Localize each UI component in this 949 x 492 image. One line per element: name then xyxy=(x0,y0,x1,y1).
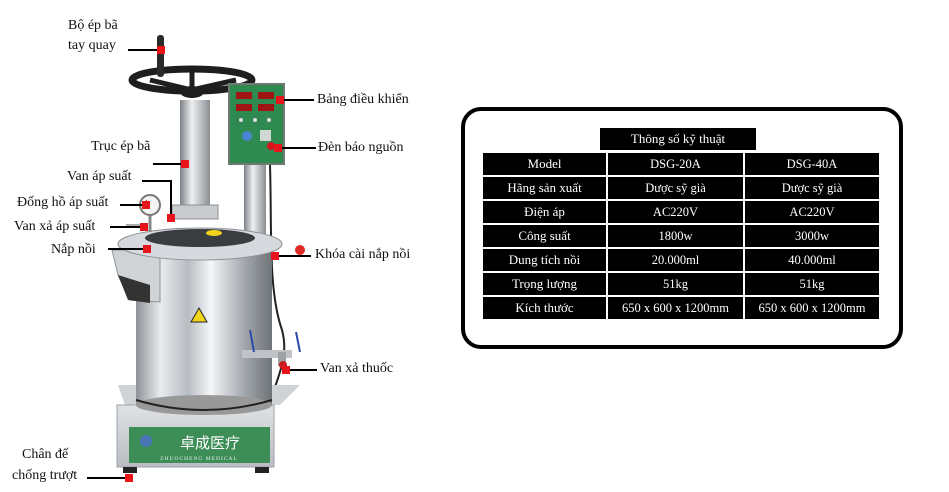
marker-dot xyxy=(157,46,165,54)
callout-pressure-valve: Van áp suất xyxy=(67,169,132,184)
leader-line xyxy=(87,477,125,479)
callout-handwheel-line1: Bộ ép bã xyxy=(68,18,118,33)
spec-value-model-20a: 1800w xyxy=(608,225,743,247)
callout-pot-lid: Nắp nồi xyxy=(51,242,96,257)
callout-lid-lock: Khóa cài nắp nồi xyxy=(315,247,411,262)
marker-dot xyxy=(167,214,175,222)
callout-pressure-release-valve: Van xả áp suất xyxy=(14,219,96,234)
spec-label: Dung tích nồi xyxy=(483,249,606,271)
callout-power-light: Đèn báo nguồn xyxy=(318,140,404,155)
leader-line xyxy=(153,163,181,165)
leader-line xyxy=(128,49,158,51)
leader-line xyxy=(280,99,314,101)
spec-value-model-20a: 20.000ml xyxy=(608,249,743,271)
spec-value-model-20a: AC220V xyxy=(608,201,743,223)
spec-label: Kích thước xyxy=(483,297,606,319)
spec-value-model-20a: DSG-20A xyxy=(608,153,743,175)
leader-line xyxy=(110,226,140,228)
callout-pressure-gauge: Đống hồ áp suất xyxy=(17,195,109,210)
marker-dot xyxy=(271,252,279,260)
leader-line xyxy=(170,180,172,214)
callout-press-shaft: Trục ép bã xyxy=(91,139,151,154)
leader-line xyxy=(282,147,316,149)
spec-value-model-40a: 3000w xyxy=(745,225,879,247)
leader-line xyxy=(108,248,144,250)
marker-dot xyxy=(282,366,290,374)
callout-control-panel: Bảng điều khiển xyxy=(317,92,409,107)
brand-chinese: 卓成医疗 xyxy=(180,434,240,452)
marker-dot xyxy=(274,144,282,152)
spec-label: Hãng sản xuất xyxy=(483,177,606,199)
spec-value-model-40a: DSG-40A xyxy=(745,153,879,175)
spec-label: Trọng lượng xyxy=(483,273,606,295)
power-light xyxy=(267,142,275,150)
callout-handwheel-line2: tay quay xyxy=(68,38,116,53)
spec-value-model-40a: AC220V xyxy=(745,201,879,223)
brand-latin: ZHUOCHENG MEDICAL xyxy=(160,456,238,462)
brand-plate xyxy=(129,427,270,463)
marker-dot xyxy=(125,474,133,482)
press-shaft xyxy=(180,100,210,210)
callout-feet-line1: Chân đế xyxy=(22,447,69,462)
spec-label: Công suất xyxy=(483,225,606,247)
spec-value-model-20a: 51kg xyxy=(608,273,743,295)
leader-line xyxy=(142,180,171,182)
marker-dot xyxy=(140,223,148,231)
spec-value-model-40a: 51kg xyxy=(745,273,879,295)
handwheel-handle xyxy=(157,35,164,77)
marker-dot xyxy=(276,96,284,104)
marker-dot xyxy=(181,160,189,168)
spec-value-model-20a: Dược sỹ già xyxy=(608,177,743,199)
foot-left xyxy=(123,467,137,473)
spec-value-model-40a: 650 x 600 x 1200mm xyxy=(745,297,879,319)
marker-dot xyxy=(142,201,150,209)
callout-feet-line2: chống trượt xyxy=(12,468,78,483)
spec-value-model-20a: 650 x 600 x 1200mm xyxy=(608,297,743,319)
spec-value-model-40a: 40.000ml xyxy=(745,249,879,271)
leader-line xyxy=(290,369,317,371)
leader-line xyxy=(120,204,142,206)
spec-label: Điện áp xyxy=(483,201,606,223)
warning-sign xyxy=(190,306,208,323)
callout-drain-valve: Van xả thuốc xyxy=(320,361,394,376)
decoction-machine-illustration: 卓成医疗 ZHUOCHENG MEDICAL xyxy=(111,35,305,473)
leader-line xyxy=(278,255,311,257)
marker-dot xyxy=(143,245,151,253)
spec-label: Model xyxy=(483,153,606,175)
spec-value-model-40a: Dược sỹ già xyxy=(745,177,879,199)
spec-title: Thông số kỹ thuật xyxy=(600,128,756,150)
